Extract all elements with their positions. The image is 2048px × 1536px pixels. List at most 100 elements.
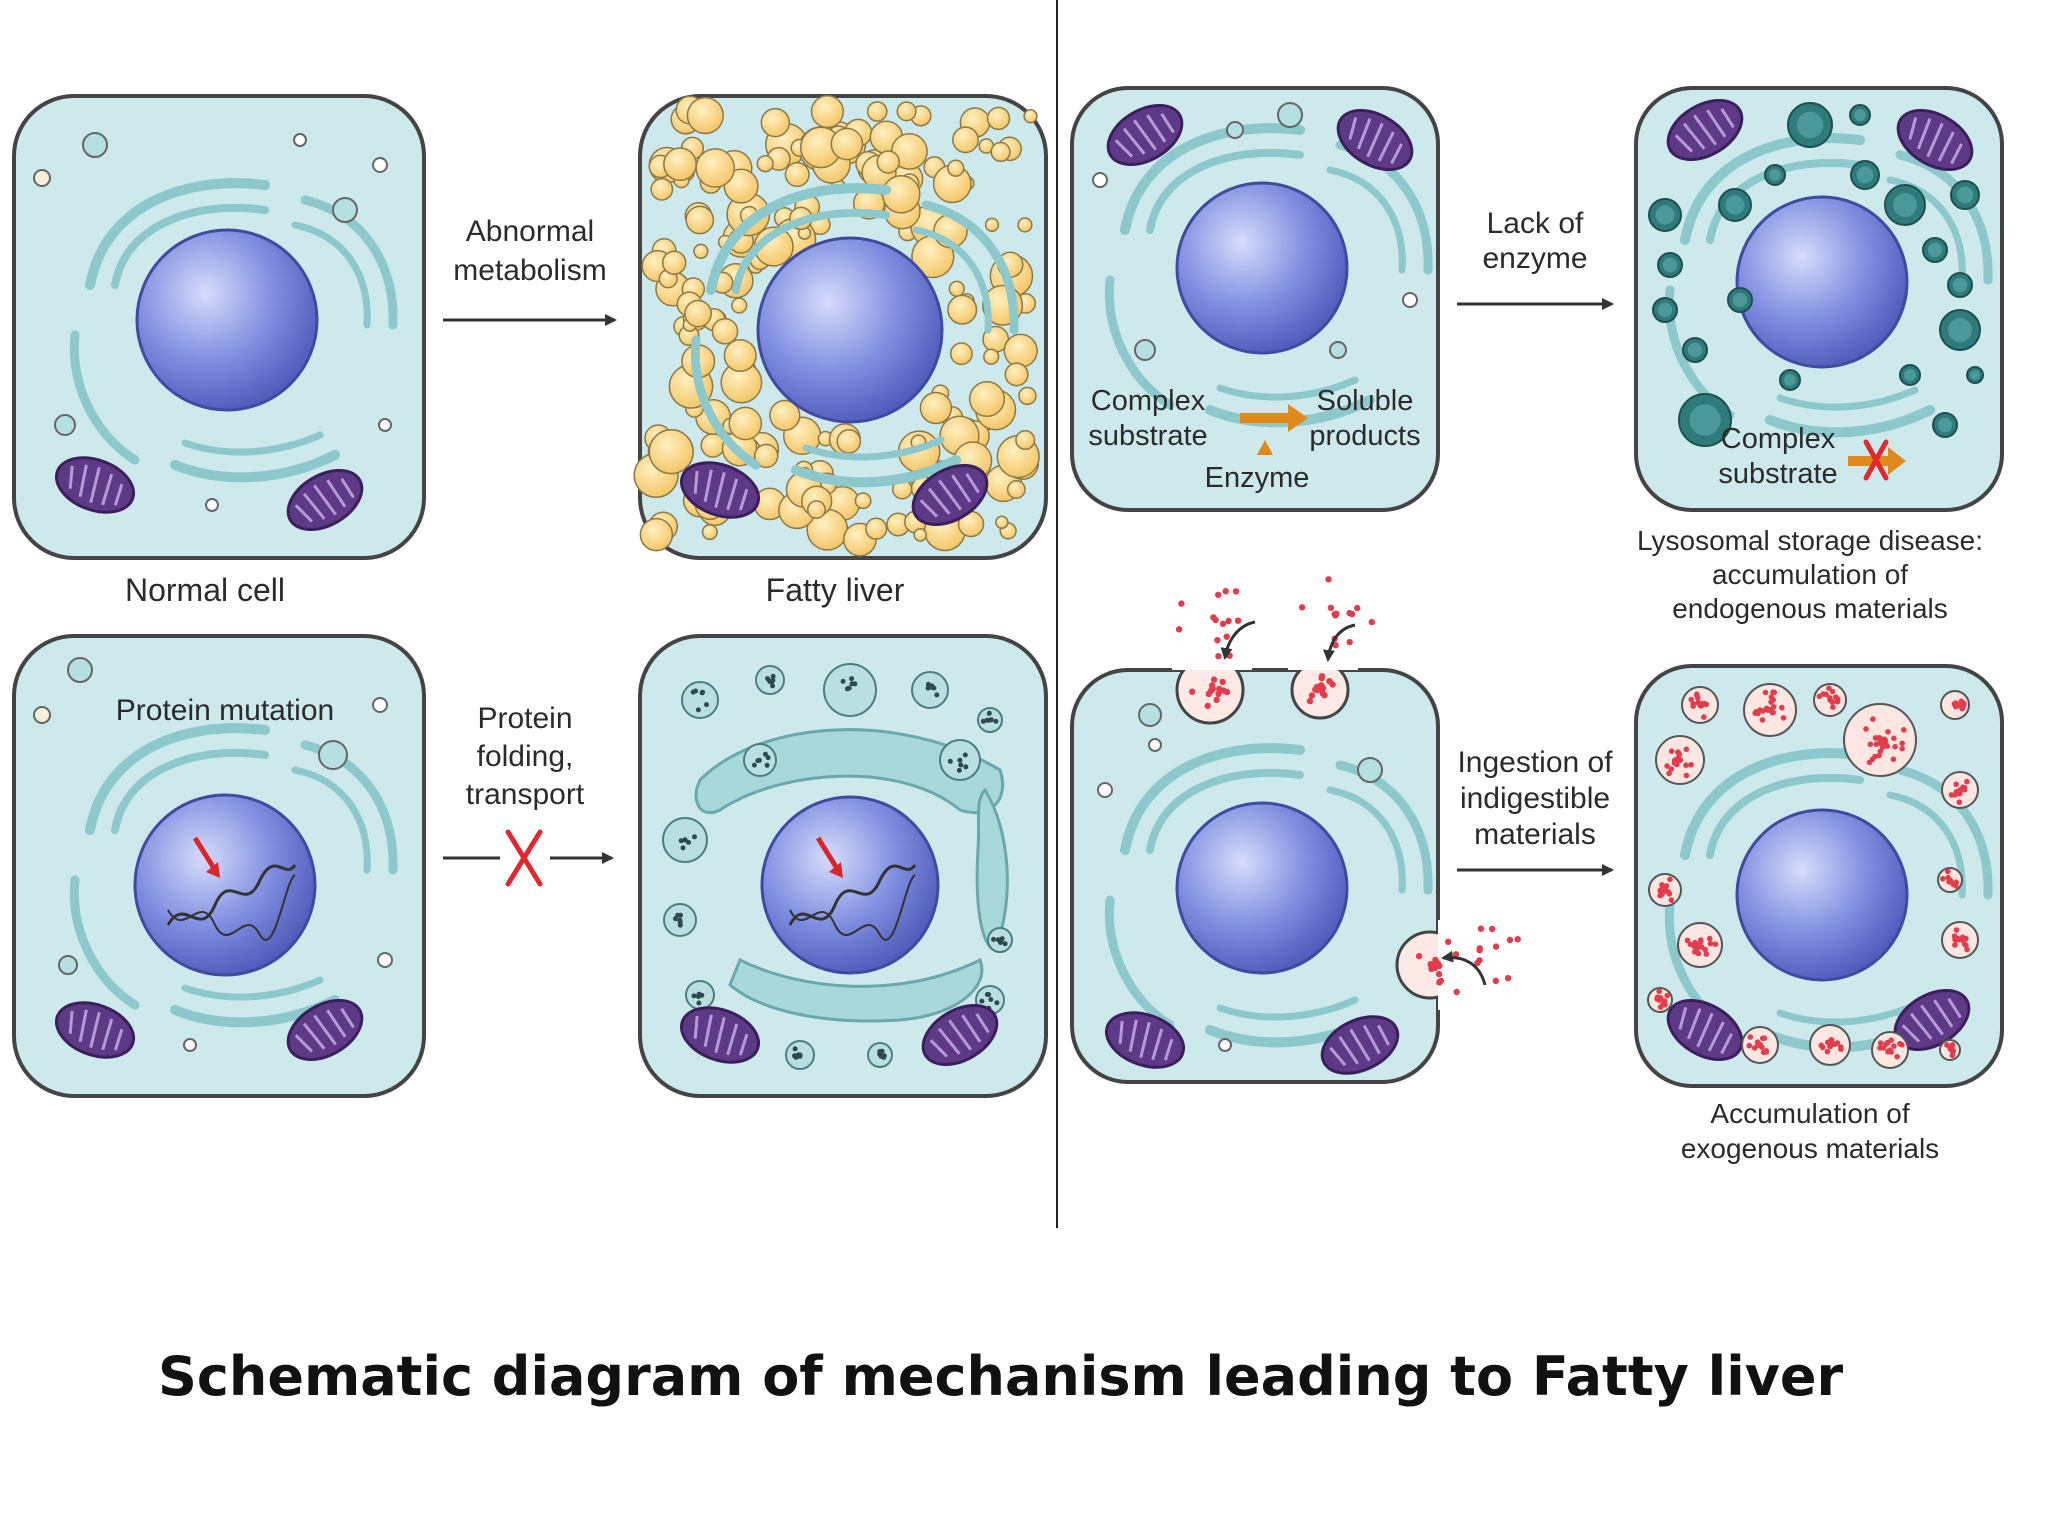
fatty-liver-cell (633, 94, 1048, 560)
fat-droplet (948, 280, 965, 297)
particle (1453, 988, 1460, 996)
particle (1452, 951, 1460, 958)
fat-droplet (686, 96, 724, 135)
fat-droplet (693, 243, 709, 259)
protein-folding-label-1: Protein (477, 702, 572, 735)
fat-droplet (854, 492, 872, 510)
fat-droplet (947, 159, 965, 177)
protein-mutation-label: Protein mutation (116, 694, 334, 727)
particle (1214, 637, 1221, 644)
lysosomal-label-1: Lysosomal storage disease: (1637, 525, 1983, 556)
enzyme-reaction-arrow (1240, 404, 1308, 432)
fat-droplet (995, 515, 1009, 530)
particle (1175, 626, 1183, 633)
fat-droplet (695, 148, 736, 188)
fat-droplet (1006, 480, 1026, 499)
particle (1219, 678, 1226, 686)
nucleus (1175, 181, 1349, 355)
nucleus (1735, 195, 1909, 369)
fat-droplet (866, 101, 888, 122)
particle (1506, 936, 1514, 944)
fat-droplet (663, 147, 697, 182)
fat-droplet (639, 517, 674, 552)
particle (1476, 957, 1483, 964)
fat-droplet (876, 150, 900, 174)
particle (1329, 681, 1336, 688)
lysosomes (1648, 102, 1984, 447)
fat-droplet (990, 141, 1011, 163)
lysosomal-label-3: endogenous materials (1672, 593, 1948, 624)
fat-droplet (1003, 333, 1038, 368)
particle (1210, 676, 1218, 683)
particle (1445, 938, 1452, 945)
fat-droplet (701, 523, 718, 541)
exogenous-label-1: Accumulation of (1710, 1098, 1909, 1129)
enzyme-cell: Complex substrate Soluble products Enzym… (1070, 86, 1440, 512)
mutation-arrow-icon (192, 836, 220, 878)
fat-droplet (753, 443, 779, 469)
fat-droplet (1023, 109, 1038, 124)
fat-droplet (865, 517, 888, 540)
particle (1354, 604, 1361, 612)
particle (1435, 970, 1443, 978)
protein-aggregate (681, 681, 719, 719)
dna-helix-icon (166, 864, 297, 941)
particle (1514, 936, 1521, 943)
protein-accumulation-cell (638, 634, 1048, 1098)
particle (1215, 653, 1222, 660)
particle (1318, 673, 1326, 680)
particle (1178, 600, 1185, 607)
particle (1215, 591, 1222, 598)
particle (1346, 638, 1353, 646)
particle (1332, 642, 1339, 649)
fat-droplet (919, 391, 953, 425)
block-x-icon (505, 829, 543, 887)
fat-droplet (650, 177, 674, 201)
particle (1436, 979, 1443, 986)
particle (1225, 617, 1232, 625)
nucleus (1175, 801, 1349, 975)
soluble-products-label-2: products (1309, 420, 1420, 452)
particle (1476, 947, 1483, 954)
particle (1308, 692, 1316, 699)
fat-droplet (947, 294, 978, 325)
complex-substrate-label-1: Complex (1091, 385, 1206, 417)
ingestion-label-2: indigestible (1460, 782, 1610, 815)
particle (1210, 614, 1217, 621)
particle (1223, 633, 1230, 640)
normal-cell-label: Normal cell (125, 572, 285, 608)
particle (1319, 684, 1327, 692)
enzyme-label: Enzyme (1205, 462, 1310, 494)
particle (1327, 604, 1335, 611)
ingestion-label-1: Ingestion of (1457, 746, 1613, 779)
fat-droplet (728, 406, 763, 441)
mutation-arrow-icon (815, 836, 843, 878)
fat-droplet (810, 94, 845, 129)
fatty-liver-label: Fatty liver (766, 572, 905, 608)
fat-droplet (807, 500, 826, 520)
lysosomal-storage-cell: Complex substrate (1634, 86, 2004, 512)
abnormal-metabolism-label-2: metabolism (453, 254, 606, 287)
particle (1325, 576, 1332, 583)
fat-droplet (784, 161, 810, 188)
particle (1189, 688, 1196, 695)
fat-droplet (1015, 429, 1036, 451)
fat-droplet (723, 338, 757, 373)
particle (1477, 925, 1485, 932)
protein-folding-label-3: transport (466, 778, 585, 811)
particle (1215, 690, 1222, 698)
nucleus (135, 228, 319, 412)
particle (1216, 685, 1223, 693)
enzyme-triangle-icon (1257, 440, 1273, 455)
ingestion-label-3: materials (1474, 818, 1596, 851)
fat-droplet (684, 299, 712, 328)
fat-droplet (984, 217, 1000, 232)
particle (1504, 974, 1512, 982)
normal-cell (12, 94, 426, 560)
nucleus (760, 795, 940, 975)
particle (1204, 702, 1211, 710)
particle (1492, 977, 1500, 984)
fat-droplet (731, 297, 748, 314)
particle (1232, 588, 1240, 595)
fat-droplet (1018, 386, 1037, 406)
